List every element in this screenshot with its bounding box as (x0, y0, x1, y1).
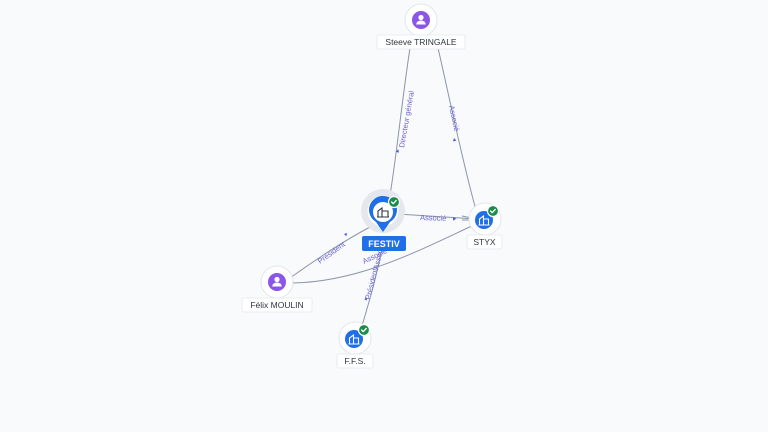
node-label-festiv: FESTIV (368, 239, 400, 249)
edges: Directeur général Associé Associé Présid… (289, 47, 477, 327)
edge-arrow (396, 149, 399, 153)
edge-label-associe-2: Associé (420, 213, 447, 223)
node-festiv[interactable]: FESTIV (361, 189, 406, 251)
node-ffs[interactable]: F.F.S. (336, 321, 374, 369)
node-steeve-tringale[interactable]: Steeve TRINGALE (376, 3, 466, 50)
node-label-felix: Félix MOULIN (250, 300, 303, 310)
edge-label-president-1: Président (316, 239, 348, 265)
node-label-ffs: F.F.S. (344, 356, 365, 366)
edge-arrow (344, 233, 348, 237)
node-label-steeve: Steeve TRINGALE (385, 37, 457, 47)
building-icon (377, 206, 389, 218)
node-felix-moulin[interactable]: Félix MOULIN (241, 265, 313, 313)
edge-felix-festiv[interactable]: Président (289, 225, 373, 279)
edge-steeve-festiv[interactable]: Directeur général (389, 47, 416, 196)
edge-festiv-styx[interactable]: Associé (397, 213, 476, 223)
edge-steeve-styx[interactable]: Associé (437, 47, 477, 211)
node-styx[interactable]: STYX (466, 202, 503, 250)
edge-label-president-2: Président (363, 267, 380, 301)
edge-arrow (364, 297, 368, 301)
edge-arrow (453, 217, 457, 221)
node-label-styx: STYX (473, 237, 496, 247)
edge-label-associe-1: Associé (447, 105, 461, 133)
edge-arrow (453, 138, 457, 142)
